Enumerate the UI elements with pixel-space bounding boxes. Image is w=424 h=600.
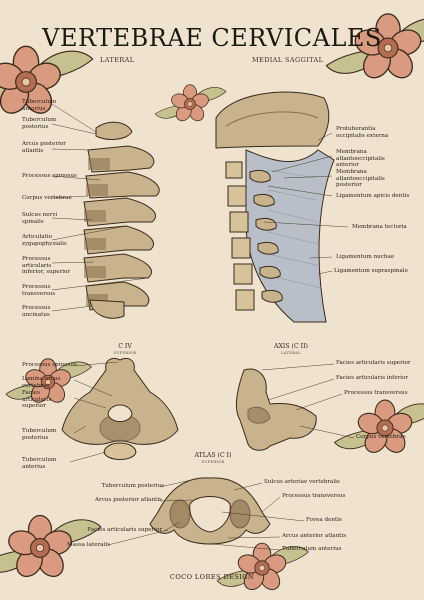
poster-title: VERTEBRAE CERVICALES (42, 24, 382, 52)
label-axis-facies-superior: Facies articularis superior (336, 360, 411, 366)
c4-name: C IV (118, 343, 132, 350)
label-lateral-processus-transversus: Processus transversus (22, 284, 56, 297)
label-atlas-facies-superior: Facies articularis superior (87, 527, 162, 533)
atlas-name: ATLAS (C I) (194, 452, 232, 459)
label-atlas-processus-transversus: Processus transversus (282, 493, 346, 499)
label-sagittal-ligamentum-supraspinale: Ligamentum supraspinale (334, 268, 408, 274)
label-c4-tuberculum-posterius: Tuberculum posterius (22, 428, 57, 441)
label-atlas-fovea-dentis: Fovea dentis (306, 517, 342, 523)
atlas-view: SUPERIOR (201, 460, 225, 464)
lateral-spine-illustration (83, 121, 160, 319)
label-lateral-processus-articularis: Processus articularis inferior, superior (22, 256, 71, 276)
c4-view: SUPERIOR (113, 351, 137, 355)
label-sagittal-protuberantia: Protuberantia occipitalis externa (336, 126, 389, 139)
label-sagittal-membrana-posterior: Membrana atlantooccipitalis posterior (336, 169, 385, 189)
c4-vertebra-illustration (61, 357, 179, 460)
label-lateral-sulcus-nervi: Sulcus nervi spinalis (22, 212, 58, 225)
label-atlas-sulcus: Sulcus arteriae vertebralis (264, 479, 340, 485)
label-c4-tuberculum-anterius: Tuberculum anterius (22, 457, 57, 470)
label-atlas-arcus-posterior: Arcus posterior atlantis (95, 497, 162, 503)
label-lateral-articulatio: Articulatio zygapophysialis (22, 234, 67, 247)
axis-name: AXIS (C II) (274, 343, 308, 350)
label-lateral-processus-uncinatus: Processus uncinatus (22, 305, 51, 318)
label-lateral-processus-spinosus: Processus spinosus (22, 173, 77, 179)
subtitle-lateral: LATERAL (100, 56, 135, 64)
leader-lines (51, 103, 355, 551)
label-lateral-corpus-vertebrae: Corpus vertebrae (22, 195, 72, 201)
label-c4-processus-spinosus: Processus spinosus (22, 362, 77, 368)
subtitle-medial-sagittal: MEDIAL SAGGITAL (252, 56, 324, 64)
label-sagittal-membrana-anterior: Membrana atlantooccipitalis anterior (336, 149, 385, 169)
label-c4-facies: Facies articularis superior (22, 390, 52, 410)
label-lateral-tuberculum-posterius: Tuberculum posterius (22, 117, 57, 130)
label-c4-lamina: Lamina arcus vertebrae (22, 376, 61, 389)
axis-vertebra-illustration (236, 368, 317, 451)
label-sagittal-membrana-tectoria: Membrana tectoria (352, 224, 407, 230)
label-axis-processus-transversus: Processus transversus (344, 390, 408, 396)
label-atlas-tuberculum-posterius: Tuberculum posterius (101, 483, 164, 489)
label-axis-corpus: Corpus vertebrae (356, 434, 406, 440)
atlas-vertebra-illustration (149, 477, 271, 545)
axis-view: LATERAL (281, 351, 301, 355)
designer-credit: COCO LORES DESIGN (169, 573, 255, 581)
sagittal-section-illustration (215, 91, 335, 323)
label-lateral-arcus-posterior: Arcus posterior atlantis (22, 141, 66, 154)
label-atlas-tuberculum-anterius: Tuberculum anterius (282, 546, 342, 552)
label-sagittal-ligamentum-apicis: Ligamentum apicis dentis (336, 193, 410, 199)
label-axis-facies-inferior: Facies articularis inferior (336, 375, 409, 381)
label-lateral-tuberculum-anterius: Tuberculum anterius (22, 99, 57, 112)
label-sagittal-ligamentum-nuchae: Ligamentum nuchae (336, 254, 395, 260)
label-atlas-massa-lateralis: Massa lateralis (66, 542, 110, 548)
label-atlas-arcus-anterior: Arcus anterior atlantis (282, 533, 347, 539)
